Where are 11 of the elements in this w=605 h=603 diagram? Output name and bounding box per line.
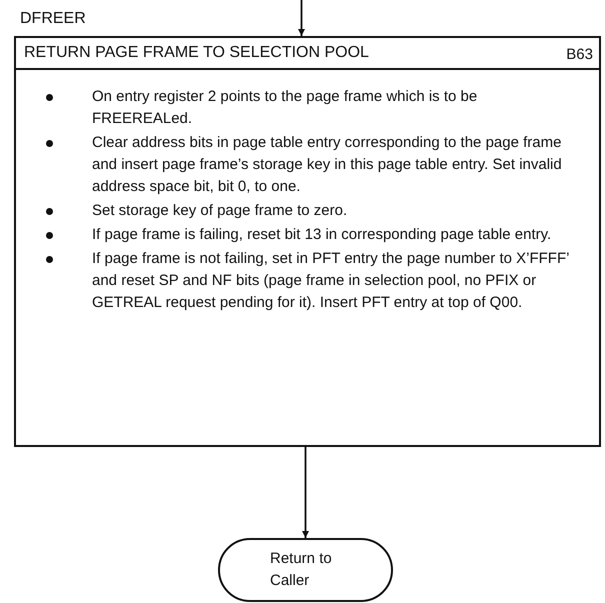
list-item-text: Set storage key of page frame to zero. <box>92 201 348 221</box>
arrow <box>298 0 305 36</box>
list-item-text: Clear address bits in page table entry corresponding to the page frame and insert page frame’s storage key in this page table entry. Set invalid address space bit, bit 0, to one. <box>92 133 563 197</box>
terminal-label: Return to Caller <box>270 549 333 591</box>
diagram-code: B63 <box>566 46 593 63</box>
box-heading: RETURN PAGE FRAME TO SELECTION POOL <box>24 44 369 62</box>
arrow <box>302 447 309 538</box>
list-item-text: On entry register 2 points to the page frame which is to be FREEREALed. <box>92 87 478 129</box>
routine-name: DFREER <box>20 10 86 28</box>
list-item-text: If page frame is not failing, set in PFT entry the page number to X’FFFF’ and reset SP and NF bits (page frame in selection pool, no PFIX or GETREAL request pending for it). Insert PFT entry at top of Q00. <box>92 249 570 313</box>
list-item-text: If page frame is failing, reset bit 13 in corresponding page table entry. <box>92 225 552 245</box>
